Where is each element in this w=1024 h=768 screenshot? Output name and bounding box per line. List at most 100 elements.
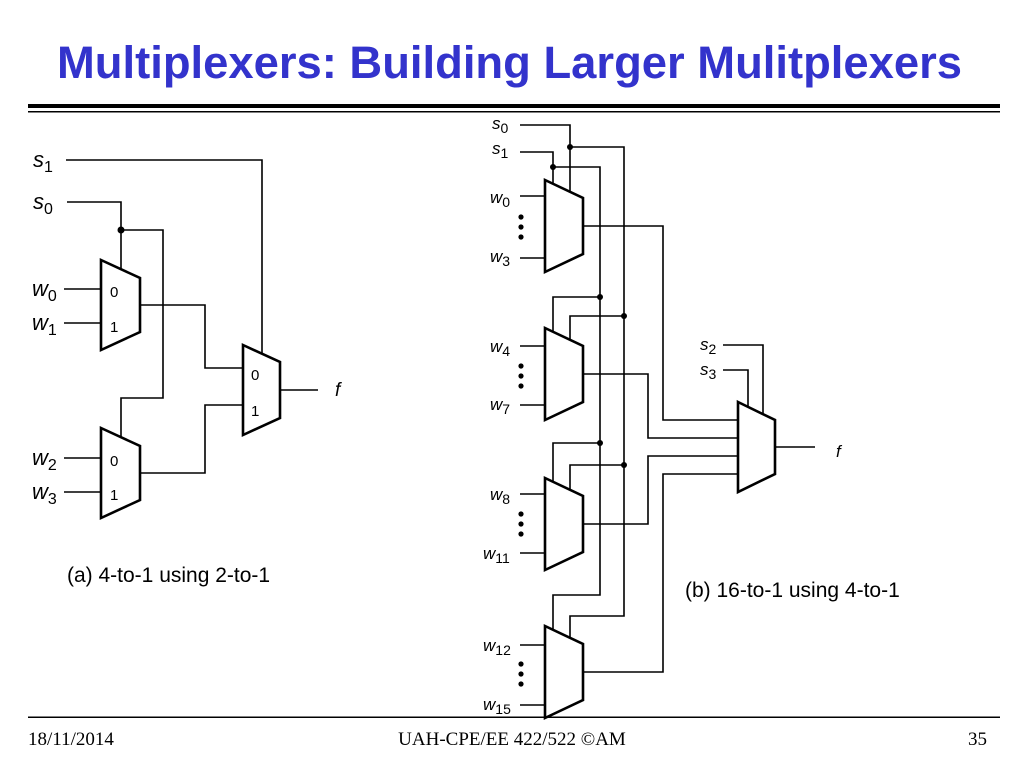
mux-a-top xyxy=(99,257,142,353)
wire-b-s0-tap-mux1 xyxy=(569,315,624,340)
ellipsis-dot xyxy=(518,531,524,537)
label-subscript: 2 xyxy=(709,341,717,357)
label-a-input-w0: w0 xyxy=(32,276,57,305)
label-b-input-w15: w15 xyxy=(483,695,511,717)
label-subscript: 7 xyxy=(502,401,510,417)
mux-a-top-port-1: 1 xyxy=(110,319,118,336)
wire-b-s2 xyxy=(723,344,764,415)
label-subscript: 2 xyxy=(48,457,57,474)
label-var: w xyxy=(490,188,504,207)
label-var: w xyxy=(32,276,50,301)
title-rule-thick xyxy=(28,104,1000,108)
label-b-output-f: f xyxy=(836,442,843,461)
caption-b: (b) 16-to-1 using 4-to-1 xyxy=(685,579,900,602)
label-b-input-w4: w4 xyxy=(490,337,510,359)
junction-b-s0-mux2 xyxy=(621,462,627,468)
junction-b-s1 xyxy=(550,164,556,170)
label-var: w xyxy=(483,636,497,655)
ellipsis-dot xyxy=(518,234,524,240)
diagram-b-junctions xyxy=(550,144,627,468)
wire-a-s0-branch xyxy=(120,229,164,438)
label-var: s xyxy=(492,114,501,133)
label-var: w xyxy=(483,695,497,714)
slide-footer: 18/11/2014 UAH-CPE/EE 422/522 ©AM 35 xyxy=(28,729,987,750)
label-var: w xyxy=(32,445,50,470)
footer-page-number: 35 xyxy=(968,729,987,750)
label-b-input-w0: w0 xyxy=(490,188,510,210)
slide-title: Multiplexers: Building Larger Mulitplexe… xyxy=(57,37,962,88)
wire-b-s1 xyxy=(520,151,554,184)
ellipsis-dot xyxy=(518,373,524,379)
label-var: w xyxy=(490,395,504,414)
label-subscript: 8 xyxy=(502,491,510,507)
footer-rule xyxy=(28,716,1000,718)
wire-b-s1-tap-mux1 xyxy=(552,296,600,332)
ellipsis-dot xyxy=(518,681,524,687)
label-subscript: 1 xyxy=(48,322,57,339)
diagram-b-ellipses xyxy=(518,214,524,687)
label-b-select-s2: s2 xyxy=(700,335,717,357)
mux-a-output-port-0: 0 xyxy=(251,367,259,384)
mux-a-bottom xyxy=(99,425,142,521)
label-b-input-w11: w11 xyxy=(483,544,510,566)
wire-a-mux-bottom-out xyxy=(140,404,243,474)
ellipsis-dot xyxy=(518,511,524,517)
wire-b-mux2-out xyxy=(583,455,738,525)
label-b-select-s1: s1 xyxy=(492,139,509,161)
wire-b-s0-tap-mux2 xyxy=(569,464,624,490)
label-b-select-s3: s3 xyxy=(700,360,717,382)
wire-a-s1 xyxy=(66,159,263,354)
ellipsis-dot xyxy=(518,224,524,230)
mux-a-bottom-port-0: 0 xyxy=(110,453,118,470)
label-b-input-w8: w8 xyxy=(490,485,510,507)
label-var: w xyxy=(490,247,504,266)
mux-a-output xyxy=(241,342,282,438)
wire-b-mux0-out xyxy=(583,225,738,421)
label-subscript: 0 xyxy=(502,194,510,210)
label-subscript: 15 xyxy=(495,701,511,717)
wire-b-s3 xyxy=(723,369,749,408)
junction-b-s1-mux1 xyxy=(597,294,603,300)
label-subscript: 1 xyxy=(501,145,509,161)
ellipsis-dot xyxy=(518,521,524,527)
mux-a-top-port-0: 0 xyxy=(110,284,118,301)
ellipsis-dot xyxy=(518,671,524,677)
wire-a-s0 xyxy=(67,201,122,269)
mux-b-1 xyxy=(543,325,585,423)
footer-course: UAH-CPE/EE 422/522 ©AM xyxy=(398,729,626,750)
label-b-input-w3: w3 xyxy=(490,247,510,269)
slide-header: Multiplexers: Building Larger Mulitplexe… xyxy=(28,37,1000,113)
label-var: w xyxy=(490,485,504,504)
diagram-a-wires xyxy=(64,159,318,493)
label-var: s xyxy=(33,147,44,172)
junction-b-s0-mux1 xyxy=(621,313,627,319)
caption-a: (a) 4-to-1 using 2-to-1 xyxy=(67,564,270,587)
diagram-b-16to1-from-4to1: s0 s1 s2 s3 w0 w3 w4 w7 w8 w11 w12 w15 f… xyxy=(483,114,900,721)
label-var: s xyxy=(700,335,709,354)
wire-a-mux-top-out xyxy=(140,304,243,369)
label-subscript: 11 xyxy=(495,550,510,566)
label-var: s xyxy=(700,360,709,379)
label-var: s xyxy=(33,189,44,214)
label-b-select-s0: s0 xyxy=(492,114,509,136)
label-subscript: 4 xyxy=(502,343,510,359)
label-a-select-s1: s1 xyxy=(33,147,53,176)
ellipsis-dot xyxy=(518,661,524,667)
label-b-input-w12: w12 xyxy=(483,636,511,658)
label-a-input-w3: w3 xyxy=(32,479,57,508)
label-subscript: 0 xyxy=(48,288,57,305)
mux-b-0 xyxy=(543,177,585,275)
wire-b-s1-bus xyxy=(552,166,601,630)
ellipsis-dot xyxy=(518,363,524,369)
label-a-output-f: f xyxy=(335,380,342,401)
wire-b-mux3-out xyxy=(583,473,738,673)
footer-date: 18/11/2014 xyxy=(28,729,114,750)
wire-b-s0-bus xyxy=(569,146,625,638)
mux-b-2 xyxy=(543,475,585,573)
ellipsis-dot xyxy=(518,214,524,220)
label-subscript: 3 xyxy=(48,491,57,508)
label-a-select-s0: s0 xyxy=(33,189,53,218)
label-b-input-w7: w7 xyxy=(490,395,510,417)
label-subscript: 12 xyxy=(495,642,511,658)
